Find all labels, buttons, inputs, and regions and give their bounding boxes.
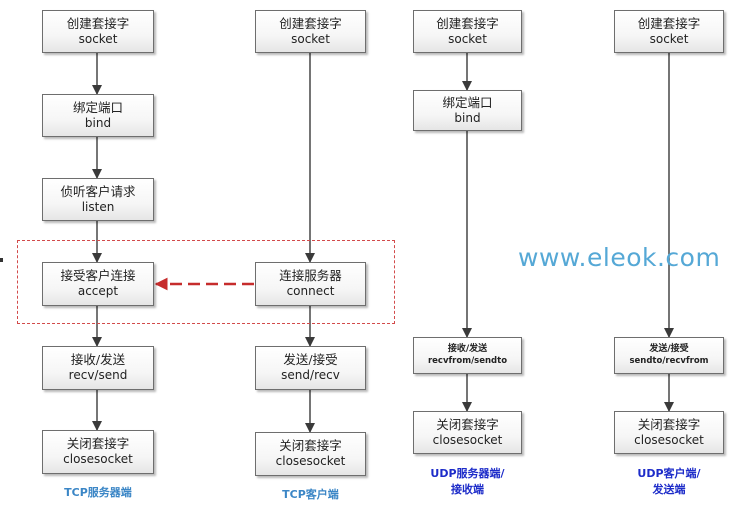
- node-label-en: connect: [286, 284, 335, 299]
- node-label-en: sendto/recvfrom: [629, 355, 709, 366]
- node-label-zh: 接收/发送: [70, 352, 126, 368]
- tcp-server-caption: TCP服务器端: [64, 486, 132, 499]
- node-label-en: closesocket: [63, 452, 133, 467]
- node-label-en: listen: [81, 199, 115, 214]
- node-label-zh: 发送/接受: [283, 352, 338, 368]
- node-label-zh: 绑定端口: [72, 99, 123, 115]
- node-label-en: closesocket: [634, 432, 704, 447]
- udp-server-bind-node: 绑定端口 bind: [413, 90, 522, 131]
- node-label-en: closesocket: [432, 432, 503, 447]
- node-label-en: bind: [84, 115, 112, 130]
- tcp-client-caption: TCP客户端: [282, 488, 339, 501]
- node-label-zh: 接收/发送: [447, 344, 488, 355]
- node-label-zh: 接受客户连接: [60, 268, 136, 284]
- tcp-server-socket-node: 创建套接字 socket: [42, 10, 154, 53]
- node-label-en: accept: [77, 284, 119, 299]
- node-label-en: socket: [78, 31, 118, 46]
- node-label-en: socket: [291, 31, 330, 46]
- udp-client-caption: UDP客户端/ 发送端: [609, 466, 729, 498]
- node-label-zh: 关闭套接字: [279, 438, 342, 454]
- udp-server-recvfrom-sendto-node: 接收/发送 recvfrom/sendto: [413, 337, 522, 374]
- tcp-client-connect-node: 连接服务器 connect: [255, 262, 366, 306]
- tcp-client-socket-node: 创建套接字 socket: [255, 10, 366, 53]
- udp-server-caption: UDP服务器端/ 接收端: [405, 466, 530, 498]
- tcp-server-bind-node: 绑定端口 bind: [42, 94, 154, 137]
- udp-server-socket-node: 创建套接字 socket: [413, 10, 522, 53]
- node-label-zh: 侦听客户请求: [60, 183, 136, 199]
- node-label-en: recv/send: [68, 368, 128, 383]
- udp-client-close-node: 关闭套接字 closesocket: [614, 411, 724, 454]
- tcp-server-close-node: 关闭套接字 closesocket: [42, 430, 154, 474]
- node-label-en: closesocket: [275, 454, 346, 469]
- tcp-server-recv-send-node: 接收/发送 recv/send: [42, 346, 154, 390]
- node-label-zh: 创建套接字: [279, 15, 342, 31]
- node-label-zh: 关闭套接字: [66, 436, 130, 452]
- node-label-zh: 连接服务器: [279, 268, 342, 284]
- tcp-server-accept-node: 接受客户连接 accept: [42, 262, 154, 306]
- node-label-zh: 创建套接字: [436, 15, 499, 31]
- node-label-en: recvfrom/sendto: [427, 355, 508, 366]
- tcp-client-close-node: 关闭套接字 closesocket: [255, 432, 366, 476]
- udp-client-caption-line1: UDP客户端/: [637, 467, 701, 480]
- udp-client-socket-node: 创建套接字 socket: [614, 10, 724, 53]
- node-label-zh: 创建套接字: [66, 15, 130, 31]
- connection-highlight-frame: [17, 240, 395, 324]
- tcp-server-listen-node: 侦听客户请求 listen: [42, 178, 154, 221]
- node-label-zh: 关闭套接字: [436, 416, 499, 432]
- node-label-zh: 绑定端口: [442, 94, 493, 110]
- node-label-zh: 创建套接字: [637, 15, 701, 31]
- udp-server-close-node: 关闭套接字 closesocket: [413, 411, 522, 454]
- node-label-en: bind: [454, 110, 481, 125]
- node-label-zh: 发送/接受: [649, 344, 689, 355]
- udp-server-caption-line1: UDP服务器端/: [430, 467, 505, 480]
- udp-server-caption-line2: 接收端: [451, 482, 484, 496]
- udp-client-caption-line2: 发送端: [652, 482, 686, 496]
- node-label-en: send/recv: [281, 368, 340, 383]
- node-label-en: socket: [649, 31, 689, 46]
- tcp-client-send-recv-node: 发送/接受 send/recv: [255, 346, 366, 390]
- udp-client-sendto-recvfrom-node: 发送/接受 sendto/recvfrom: [614, 337, 724, 374]
- edge-mark: [0, 258, 3, 262]
- node-label-zh: 关闭套接字: [637, 416, 701, 432]
- watermark-text: www.eleok.com: [518, 243, 721, 272]
- node-label-en: socket: [448, 31, 487, 46]
